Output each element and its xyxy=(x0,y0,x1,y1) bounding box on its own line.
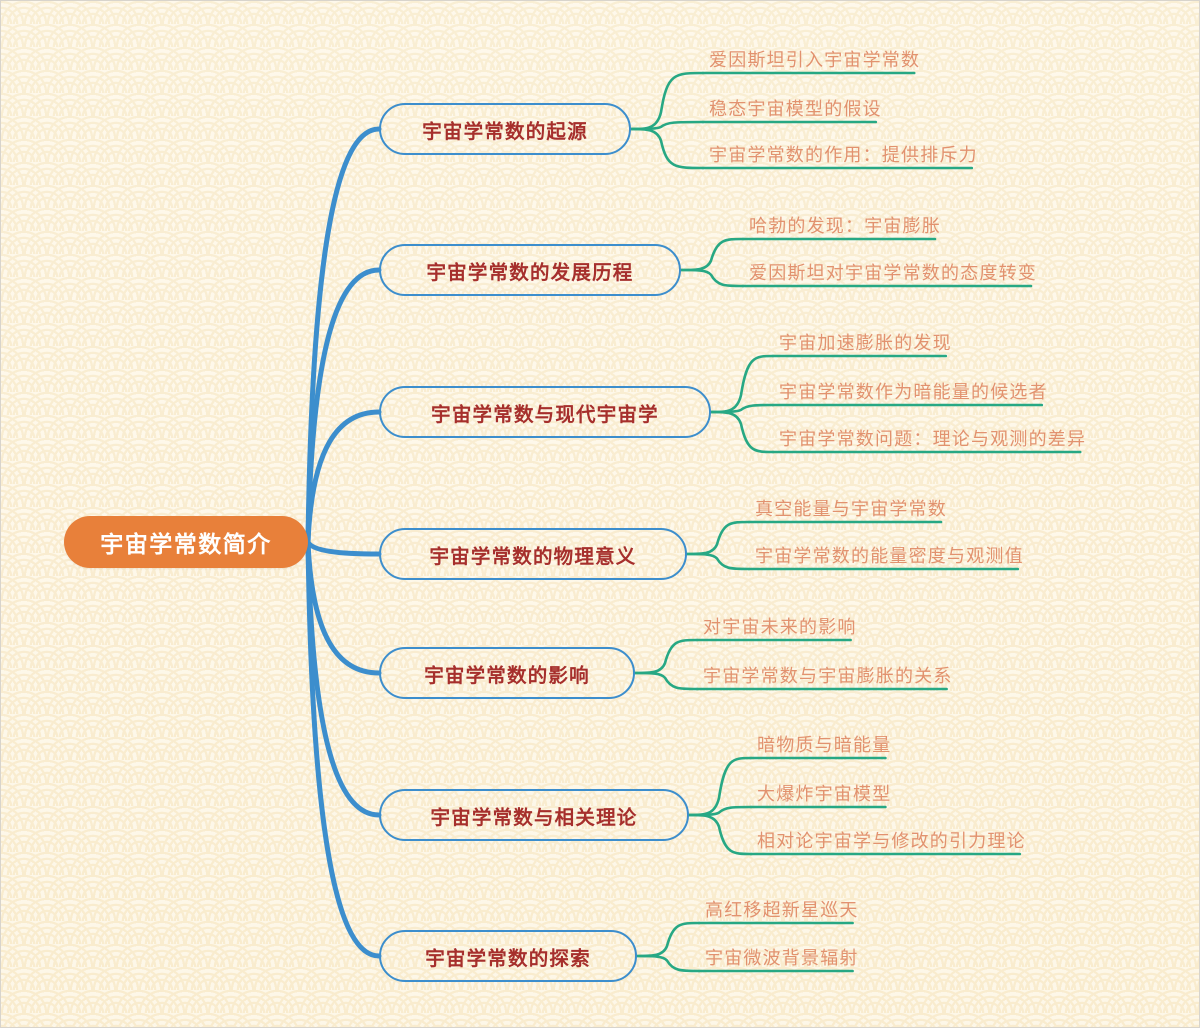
leaf-node-label: 哈勃的发现：宇宙膨胀 xyxy=(749,216,941,237)
branch-node-label: 宇宙学常数的影响 xyxy=(424,664,590,687)
leaf-node[interactable]: 爱因斯坦引入宇宙学常数 xyxy=(709,43,920,71)
leaf-node[interactable]: 宇宙学常数的作用：提供排斥力 xyxy=(709,138,978,166)
connector-central-to-branch xyxy=(305,539,382,676)
branch-node-label: 宇宙学常数的探索 xyxy=(425,947,591,970)
connector-central-to-branch xyxy=(305,267,382,545)
leaf-node[interactable]: 大爆炸宇宙模型 xyxy=(757,777,891,805)
leaf-node[interactable]: 稳态宇宙模型的假设 xyxy=(709,92,882,120)
central-node-label: 宇宙学常数简介 xyxy=(100,531,272,557)
leaf-node-label: 宇宙学常数与宇宙膨胀的关系 xyxy=(703,666,953,687)
leaf-node-label: 宇宙加速膨胀的发现 xyxy=(779,333,952,354)
branch-node-exploration[interactable]: 宇宙学常数的探索 xyxy=(379,930,637,982)
leaf-node[interactable]: 真空能量与宇宙学常数 xyxy=(755,492,947,520)
leaf-node[interactable]: 相对论宇宙学与修改的引力理论 xyxy=(757,824,1026,852)
leaf-node[interactable]: 对宇宙未来的影响 xyxy=(703,610,857,638)
branch-node-impact[interactable]: 宇宙学常数的影响 xyxy=(379,647,635,699)
leaf-node-label: 对宇宙未来的影响 xyxy=(703,617,857,638)
leaf-node-label: 相对论宇宙学与修改的引力理论 xyxy=(757,831,1026,852)
leaf-node-label: 宇宙学常数的作用：提供排斥力 xyxy=(709,145,978,166)
branch-node-origin[interactable]: 宇宙学常数的起源 xyxy=(379,103,631,155)
connector-branch-to-leaf xyxy=(685,552,751,571)
leaf-node[interactable]: 宇宙微波背景辐射 xyxy=(705,941,859,969)
leaf-node[interactable]: 宇宙学常数作为暗能量的候选者 xyxy=(779,375,1048,403)
leaf-node[interactable]: 爱因斯坦对宇宙学常数的态度转变 xyxy=(749,256,1037,284)
connector-branch-to-leaf xyxy=(679,268,745,288)
leaf-node-label: 真空能量与宇宙学常数 xyxy=(755,499,947,520)
leaf-node-label: 暗物质与暗能量 xyxy=(757,735,892,756)
connector-branch-to-leaf xyxy=(635,954,701,973)
connector-branch-to-leaf xyxy=(633,638,699,675)
central-node[interactable]: 宇宙学常数简介 xyxy=(64,516,308,568)
leaf-node[interactable]: 宇宙加速膨胀的发现 xyxy=(779,326,952,354)
leaf-node[interactable]: 哈勃的发现：宇宙膨胀 xyxy=(749,209,941,237)
connector-branch-to-leaf xyxy=(629,71,705,131)
branch-node-label: 宇宙学常数的起源 xyxy=(422,120,588,143)
leaf-node-label: 宇宙学常数的能量密度与观测值 xyxy=(755,546,1024,567)
leaf-node-label: 爱因斯坦对宇宙学常数的态度转变 xyxy=(749,263,1037,284)
connector-branch-to-leaf xyxy=(635,921,701,958)
branch-node-label: 宇宙学常数与相关理论 xyxy=(430,806,638,829)
leaf-node-label: 宇宙学常数作为暗能量的候选者 xyxy=(779,382,1048,403)
leaf-node[interactable]: 高红移超新星巡天 xyxy=(705,893,859,921)
connector-branch-to-leaf xyxy=(679,237,745,272)
branch-node-physical-meaning[interactable]: 宇宙学常数的物理意义 xyxy=(379,528,687,580)
branch-node-modern-cosmology[interactable]: 宇宙学常数与现代宇宙学 xyxy=(379,386,711,438)
leaf-node-label: 爱因斯坦引入宇宙学常数 xyxy=(709,50,921,71)
leaf-node-label: 宇宙学常数问题：理论与观测的差异 xyxy=(779,429,1087,450)
leaf-node-label: 大爆炸宇宙模型 xyxy=(757,784,892,805)
connector-branch-to-leaf xyxy=(629,127,705,170)
branch-node-label: 宇宙学常数的发展历程 xyxy=(426,261,634,284)
branch-node-related-theories[interactable]: 宇宙学常数与相关理论 xyxy=(379,789,689,841)
connector-central-to-branch xyxy=(305,539,382,557)
connector-branch-to-leaf xyxy=(633,671,699,691)
connector-central-to-branch xyxy=(305,539,382,959)
connector-branch-to-leaf xyxy=(709,410,775,454)
leaf-node[interactable]: 宇宙学常数的能量密度与观测值 xyxy=(755,539,1024,567)
branch-node-label: 宇宙学常数与现代宇宙学 xyxy=(431,403,659,426)
connector-branch-to-leaf xyxy=(629,120,705,131)
connector-central-to-branch xyxy=(305,409,382,545)
connector-branch-to-leaf xyxy=(687,805,753,817)
leaf-node-label: 高红移超新星巡天 xyxy=(705,900,859,921)
leaf-node-label: 稳态宇宙模型的假设 xyxy=(709,99,882,120)
leaf-node[interactable]: 暗物质与暗能量 xyxy=(757,728,891,756)
branch-node-label: 宇宙学常数的物理意义 xyxy=(429,545,637,568)
connector-branch-to-leaf xyxy=(687,813,753,856)
leaf-node[interactable]: 宇宙学常数与宇宙膨胀的关系 xyxy=(703,659,953,687)
leaf-node[interactable]: 宇宙学常数问题：理论与观测的差异 xyxy=(779,422,1086,450)
connector-branch-to-leaf xyxy=(685,520,751,556)
connector-branch-to-leaf xyxy=(709,354,775,414)
branch-node-development[interactable]: 宇宙学常数的发展历程 xyxy=(379,244,681,296)
leaf-node-label: 宇宙微波背景辐射 xyxy=(705,948,859,969)
connector-central-to-branch xyxy=(305,126,382,545)
